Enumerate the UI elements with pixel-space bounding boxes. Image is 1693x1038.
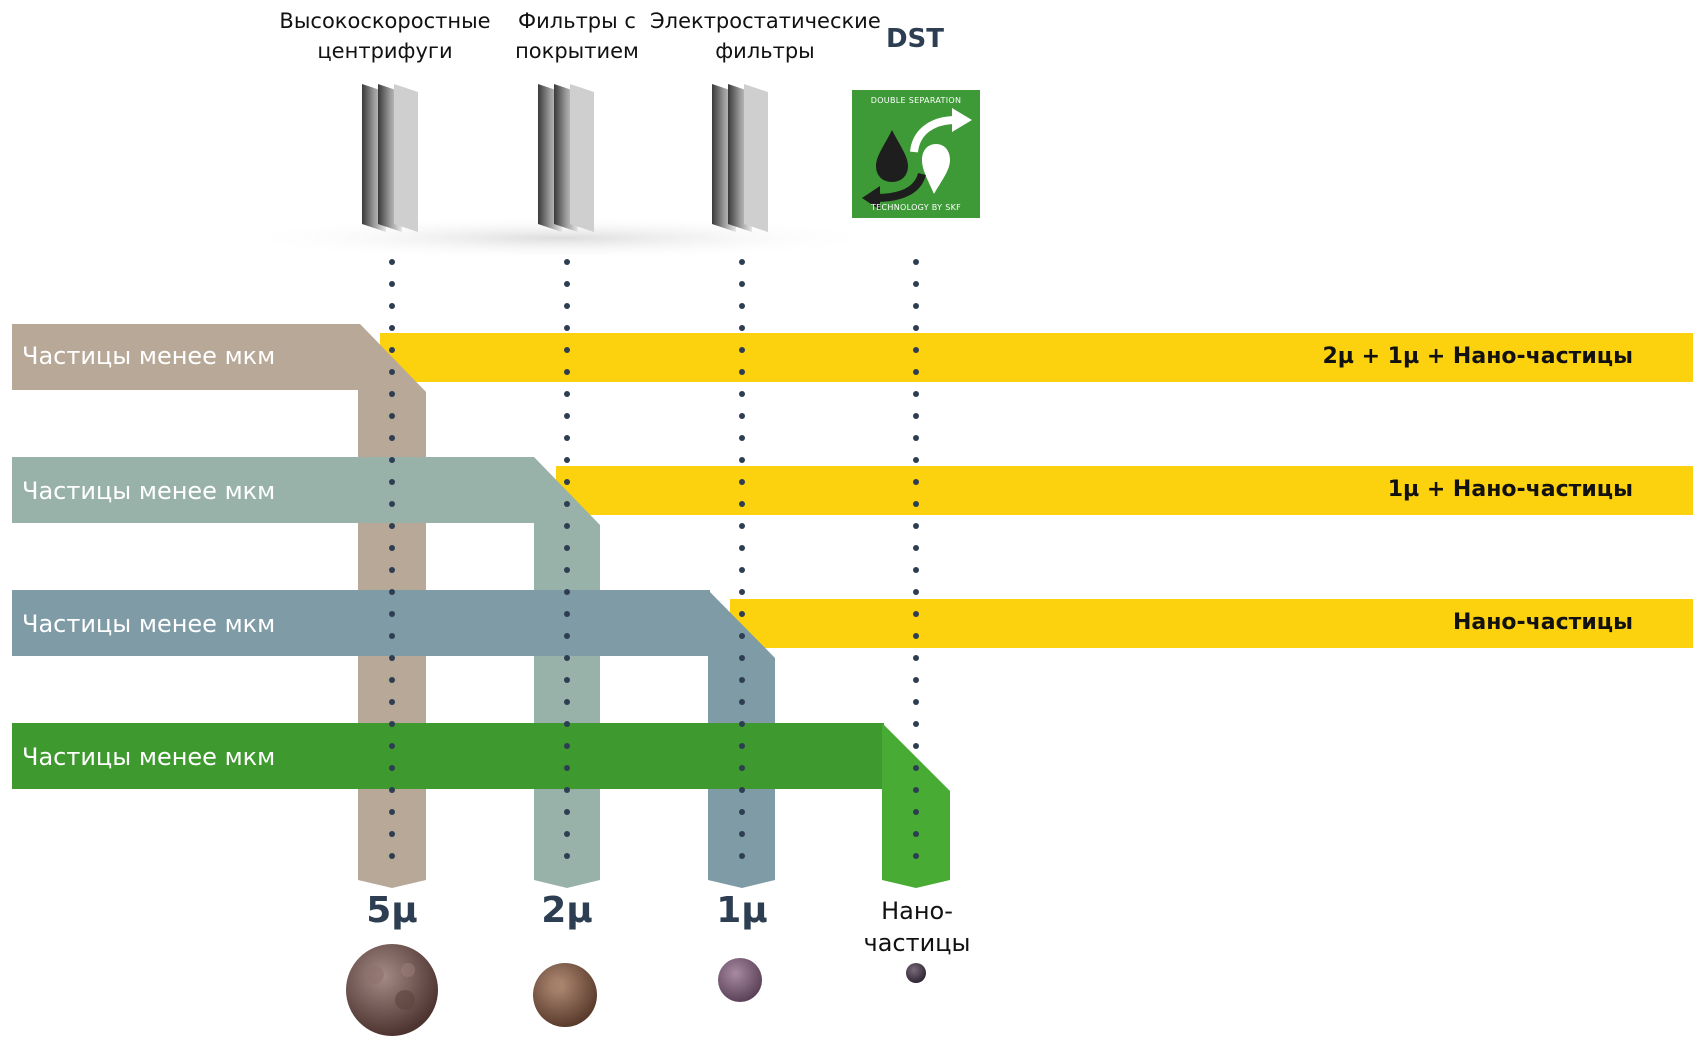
output-3-label: Нано-частицы	[1452, 610, 1633, 635]
output-1-label: 2µ + 1µ + Нано-частицы	[1322, 344, 1633, 369]
band-4-label: Частицы менее мкм	[22, 743, 276, 771]
header-coated-filters-line1: Фильтры с	[518, 9, 636, 33]
yellow-band-3	[730, 599, 1693, 648]
band-3-label: Частицы менее мкм	[22, 610, 276, 638]
header-electrostatic-line1: Электростатические	[650, 9, 881, 33]
size-label-nano: Нано- частицы	[862, 895, 972, 959]
header-coated-filters: Фильтры с покрытием	[507, 6, 647, 66]
dotted-line-4	[913, 259, 919, 859]
nano-line1: Нано-	[881, 897, 953, 925]
particle-nano	[906, 963, 926, 983]
particle-2u	[533, 963, 597, 1027]
header-dst: DST	[885, 24, 945, 54]
header-centrifuges-line1: Высокоскоростные	[279, 9, 491, 33]
dotted-line-2	[564, 259, 570, 859]
yellow-band-2	[556, 466, 1693, 515]
output-2-label: 1µ + Нано-частицы	[1387, 477, 1633, 502]
filter-icon-coated	[538, 84, 594, 232]
nano-line2: частицы	[863, 929, 971, 957]
filter-icon-centrifuge	[362, 84, 418, 232]
band-2	[12, 457, 600, 888]
header-centrifuges: Высокоскоростные центрифуги	[270, 6, 500, 66]
yellow-band-1	[380, 333, 1693, 382]
band-2-label: Частицы менее мкм	[22, 477, 276, 505]
size-label-5u: 5µ	[366, 890, 418, 931]
header-electrostatic-filters: Электростатические фильтры	[650, 6, 881, 66]
filter-icon-electrostatic	[712, 84, 768, 232]
dst-badge: DOUBLE SEPARATION TECHNOLOGY BY SKF	[852, 90, 980, 218]
header-centrifuges-line2: центрифуги	[317, 39, 453, 63]
band-4	[12, 723, 950, 888]
band-1-label: Частицы менее мкм	[22, 342, 276, 370]
drop-arrows-icon	[862, 108, 972, 210]
dotted-line-3	[739, 259, 745, 859]
particle-1u	[718, 958, 762, 1002]
size-label-2u: 2µ	[541, 890, 593, 931]
header-coated-filters-line2: покрытием	[515, 39, 639, 63]
particle-5u	[346, 944, 438, 1036]
badge-bottom-text: TECHNOLOGY BY SKF	[870, 203, 962, 212]
badge-top-text: DOUBLE SEPARATION	[870, 96, 962, 105]
size-label-1u: 1µ	[716, 890, 768, 931]
dotted-line-1	[389, 259, 395, 859]
header-electrostatic-line2: фильтры	[715, 39, 815, 63]
